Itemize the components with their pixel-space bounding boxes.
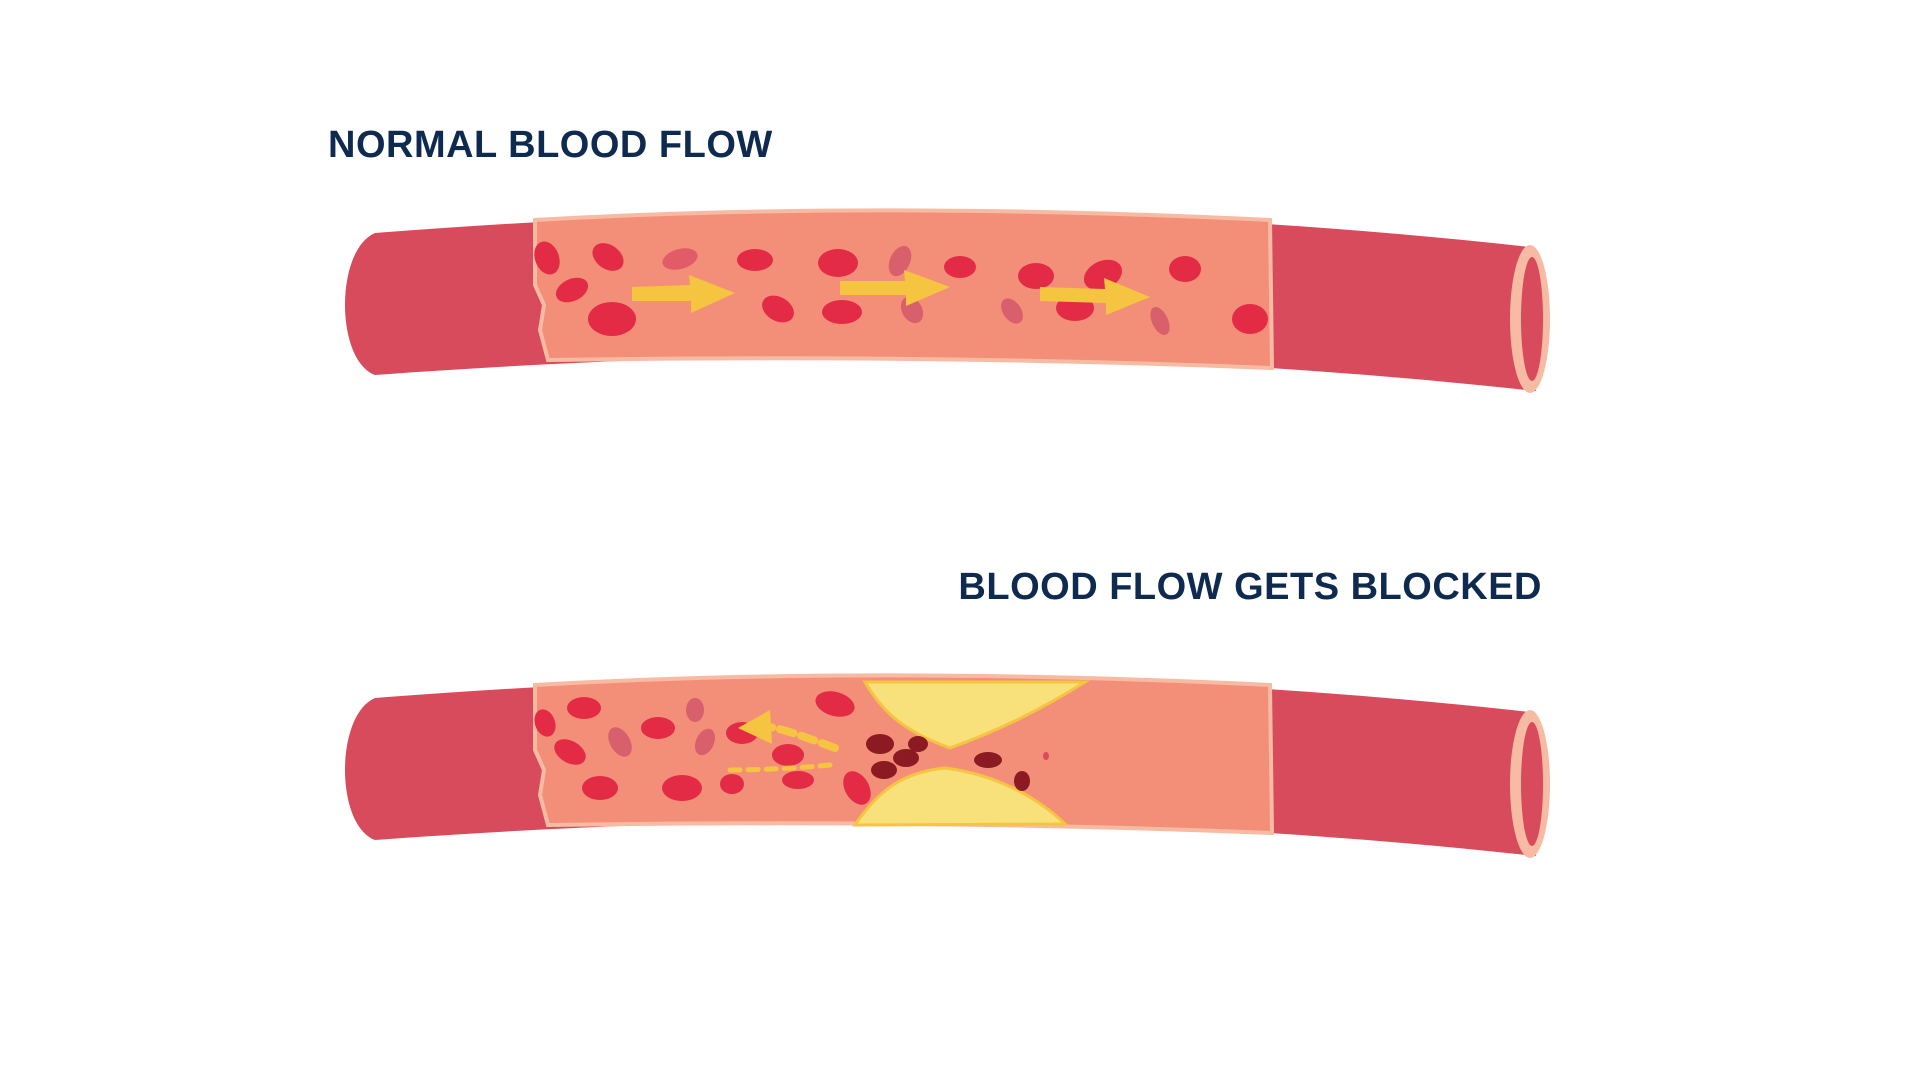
red-blood-cell-icon (815, 691, 855, 717)
red-blood-cell-group (534, 691, 871, 805)
red-blood-cell-icon (662, 248, 698, 270)
red-blood-cell-icon (534, 709, 556, 737)
flow-arrow-icon (840, 270, 950, 306)
red-blood-cell-icon (974, 752, 1002, 768)
red-blood-cell-icon (555, 277, 589, 303)
red-blood-cell-icon (567, 697, 601, 719)
normal-flow-label: NORMAL BLOOD FLOW (328, 124, 773, 166)
red-blood-cell-icon (1169, 256, 1201, 282)
red-blood-cell-icon (908, 736, 928, 752)
red-blood-cell-icon (737, 249, 773, 271)
red-blood-cell-icon (720, 774, 744, 794)
red-blood-cell-icon (582, 776, 618, 800)
red-blood-cell-group (534, 241, 1268, 336)
plaque-deposit-icon (862, 680, 1091, 750)
red-blood-cell-icon (893, 749, 919, 767)
red-blood-cell-icon (1232, 304, 1268, 334)
clot-cells (866, 734, 1049, 791)
red-blood-cell-icon (554, 739, 586, 765)
red-blood-cell-icon (866, 734, 894, 754)
red-blood-cell-icon (888, 245, 912, 277)
red-blood-cell-icon (534, 241, 560, 275)
red-blood-cell-icon (1001, 298, 1023, 324)
flow-arrow-icon (738, 710, 772, 744)
red-blood-cell-icon (694, 728, 716, 756)
red-blood-cell-icon (686, 698, 704, 722)
red-blood-cell-icon (1150, 306, 1170, 336)
red-blood-cell-icon (822, 300, 862, 324)
vessel-opening-inner (1521, 722, 1543, 846)
red-blood-cell-icon (608, 727, 632, 757)
blocked-flow-label: BLOOD FLOW GETS BLOCKED (958, 566, 1542, 608)
flow-arrows (632, 270, 1150, 315)
red-blood-cell-icon (944, 256, 976, 278)
flow-arrow-icon (632, 275, 735, 313)
red-blood-cell-icon (1014, 771, 1030, 791)
red-blood-cell-icon (1018, 263, 1054, 289)
flow-arrow-icon (1040, 278, 1150, 315)
plaque-deposit-icon (852, 766, 1069, 827)
blocked-vessel (345, 673, 1550, 858)
vessel-opening-inner (1521, 257, 1543, 381)
red-blood-cell-icon (1043, 752, 1049, 760)
red-blood-cell-icon (662, 775, 702, 801)
red-blood-cell-icon (641, 717, 675, 739)
red-blood-cell-icon (762, 295, 794, 323)
red-blood-cell-icon (772, 744, 804, 766)
red-blood-cell-icon (782, 771, 814, 789)
flow-arrow-icon (764, 723, 839, 752)
flow-arrow-icon (722, 762, 833, 773)
flow-arrows (722, 710, 839, 773)
red-blood-cell-icon (588, 302, 636, 336)
red-blood-cell-icon (592, 243, 624, 271)
red-blood-cell-icon (818, 249, 858, 277)
normal-vessel (345, 208, 1550, 393)
red-blood-cell-icon (871, 761, 897, 779)
red-blood-cell-icon (843, 771, 871, 805)
